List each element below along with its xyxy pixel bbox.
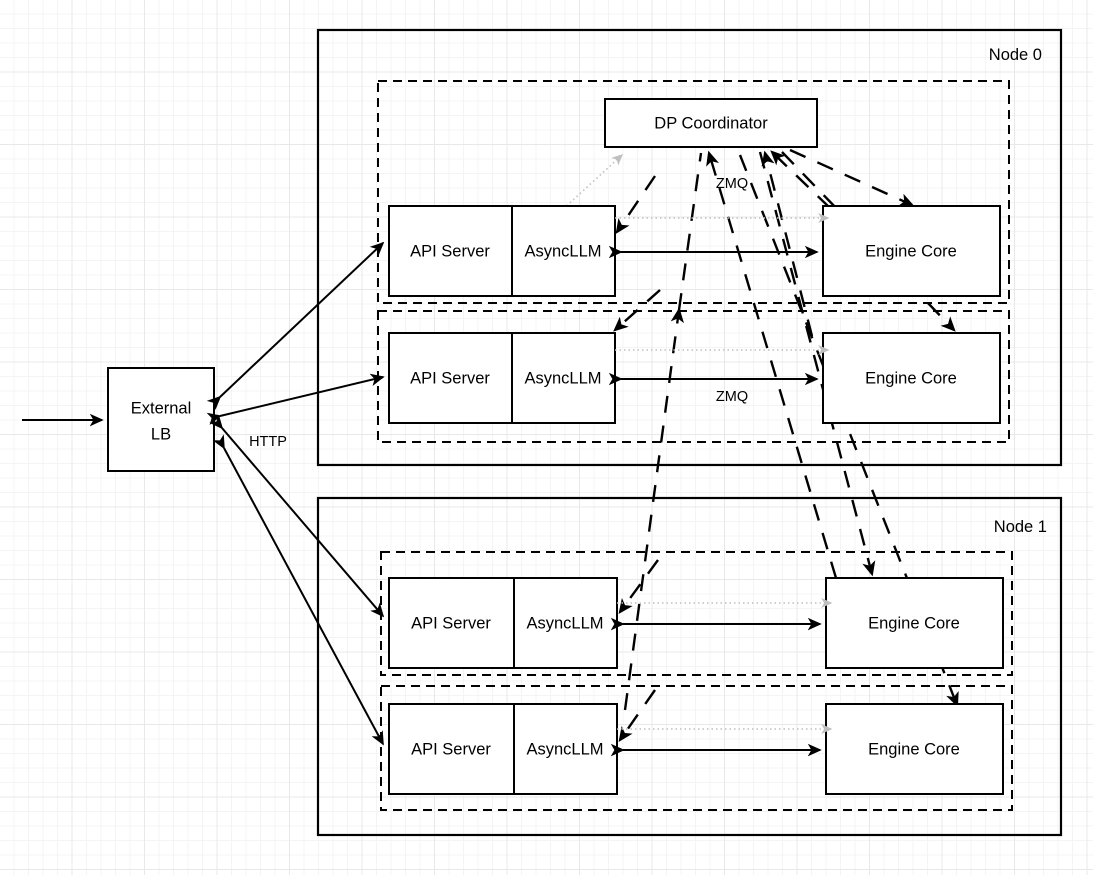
- http-edge-lb-n0g1-api: [206, 373, 385, 425]
- external-lb-box[interactable]: [107, 367, 215, 472]
- zmq-edge-coordinator-to-n1g0-engine: [758, 151, 876, 577]
- zmq-edge-down-to-n0g1-asyncllm: [613, 289, 661, 332]
- zmq-edge-down-to-n1g0-asyncllm: [618, 559, 659, 615]
- external-lb-label-line1: External: [131, 399, 192, 417]
- external-lb-label-line2: LB: [151, 425, 171, 443]
- node-1-label: Node 1: [994, 518, 1047, 536]
- n0g0-asyncllm-label: AsyncLLM: [524, 242, 601, 260]
- n0g1-engine-core-label: Engine Core: [865, 369, 957, 387]
- n1g0-api-server-label: API Server: [411, 614, 491, 632]
- n0g1-api-server-box[interactable]: [388, 332, 616, 424]
- dp-coordinator-label: DP Coordinator: [654, 114, 768, 132]
- n0g0-api-server-label: API Server: [410, 242, 490, 260]
- n1g1-asyncllm-label: AsyncLLM: [526, 740, 603, 758]
- n1g0-asyncllm-label: AsyncLLM: [526, 614, 603, 632]
- zmq-label-node0-top: ZMQ: [716, 176, 748, 192]
- n1g0-engine-core-box[interactable]: [825, 577, 1004, 669]
- node-0-label: Node 0: [989, 46, 1042, 64]
- zmq-edge-n0g1-engine-to-coordinator: [761, 150, 814, 337]
- zmq-edge-down-to-n1g1-asyncllm: [618, 689, 656, 743]
- n0g0-engine-core-label: Engine Core: [865, 242, 957, 260]
- dotted-edge-n0g0-asyncllm-to-coordinator: [559, 154, 624, 213]
- n1g1-api-server-label: API Server: [411, 740, 491, 758]
- http-edge-lb-n0g0-api: [206, 241, 385, 410]
- zmq-edge-n1g1-engine-to-coordinator-tail: [677, 152, 703, 311]
- n0g0-engine-core-box[interactable]: [822, 205, 1001, 297]
- zmq-edge-coordinator-to-n0g0-engine: [789, 148, 915, 207]
- http-edge-lb-n1g1-api: [212, 434, 384, 746]
- zmq-edge-n1g1-engine-to-coordinator: [623, 307, 684, 711]
- n1g0-engine-core-label: Engine Core: [868, 614, 960, 632]
- n1g1-api-server-box[interactable]: [388, 703, 618, 795]
- n1g0-api-server-box[interactable]: [388, 577, 618, 669]
- node-0-group-0-boundary: [377, 80, 1010, 304]
- http-label: HTTP: [249, 434, 287, 450]
- zmq-edge-n1g0-engine-to-coordinator: [706, 150, 838, 579]
- http-edge-lb-n1g0-api: [209, 414, 385, 618]
- n0g1-api-server-label: API Server: [410, 369, 490, 387]
- node-1-group-1-boundary: [380, 685, 1013, 811]
- n1g1-engine-core-label: Engine Core: [868, 740, 960, 758]
- zmq-edge-down-to-n0g0-asyncllm: [615, 175, 656, 235]
- zmq-label-node0-bottom: ZMQ: [716, 389, 748, 405]
- dp-coordinator-box[interactable]: [604, 98, 818, 148]
- n1g1-engine-core-box[interactable]: [825, 703, 1004, 795]
- n0g1-engine-core-box[interactable]: [822, 332, 1001, 424]
- zmq-edge-n0g0-engine-to-coordinator: [770, 150, 831, 209]
- n0g1-asyncllm-label: AsyncLLM: [524, 369, 601, 387]
